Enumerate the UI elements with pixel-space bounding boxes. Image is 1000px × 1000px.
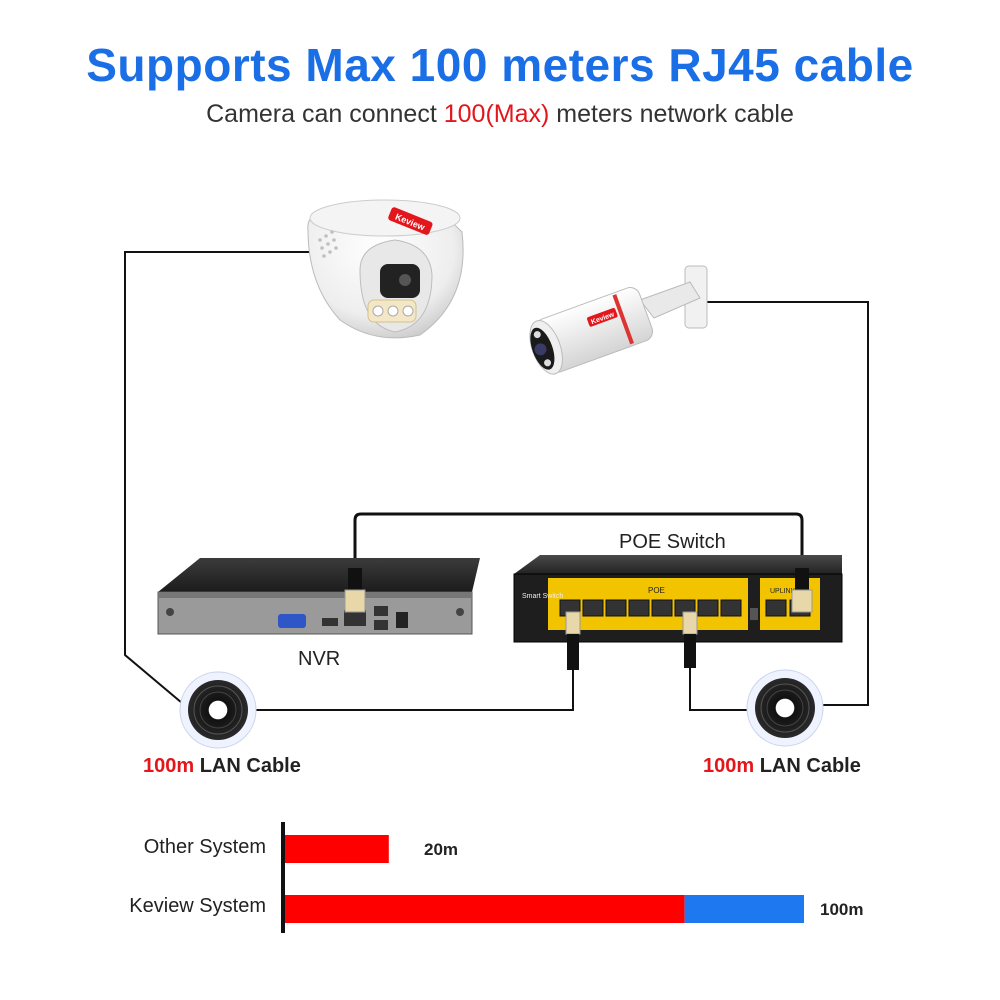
value-label-keview: 100m (820, 900, 864, 919)
right-cable-coil (746, 669, 824, 747)
nvr-rj45-plug (344, 568, 366, 613)
left-cable-label: 100m LAN Cable (143, 755, 301, 778)
chart-bars (285, 835, 804, 923)
left-cable-coil (179, 671, 257, 749)
left-cable-length: 100m (143, 755, 195, 777)
switch-rj45-plugs (565, 568, 813, 670)
category-label-keview: Keview System (129, 895, 266, 917)
dome-camera: Keview (307, 199, 464, 339)
bar-keview-segment-1 (684, 895, 804, 923)
subtitle-post: meters network cable (549, 100, 794, 128)
bullet-camera: Keview (529, 265, 708, 375)
category-label-other: Other System (143, 836, 266, 858)
right-cable-text: LAN Cable (754, 755, 861, 777)
bar-other-segment-0 (285, 835, 389, 863)
right-cable-label: 100m LAN Cable (703, 755, 861, 778)
page-title: Supports Max 100 meters RJ45 cable (86, 39, 914, 91)
right-cable-length: 100m (703, 755, 755, 777)
value-label-other: 20m (424, 840, 459, 859)
bar-keview-segment-0 (285, 895, 685, 923)
left-cable-text: LAN Cable (194, 755, 301, 777)
page-subtitle: Camera can connect 100(Max) meters netwo… (0, 100, 1000, 129)
subtitle-pre: Camera can connect (206, 100, 444, 128)
nvr-label: NVR (298, 648, 341, 670)
poe-switch: Smart Switch POE UPLINK (513, 555, 843, 643)
switch-poe-text: POE (648, 586, 665, 595)
nvr-device (157, 558, 480, 635)
cable-lines (124, 251, 869, 711)
switch-uplink-text: UPLINK (770, 588, 796, 595)
subtitle-highlight: 100(Max) (443, 100, 550, 128)
poe-switch-label: POE Switch (619, 531, 726, 553)
switch-panel-text: Smart Switch (522, 593, 563, 600)
